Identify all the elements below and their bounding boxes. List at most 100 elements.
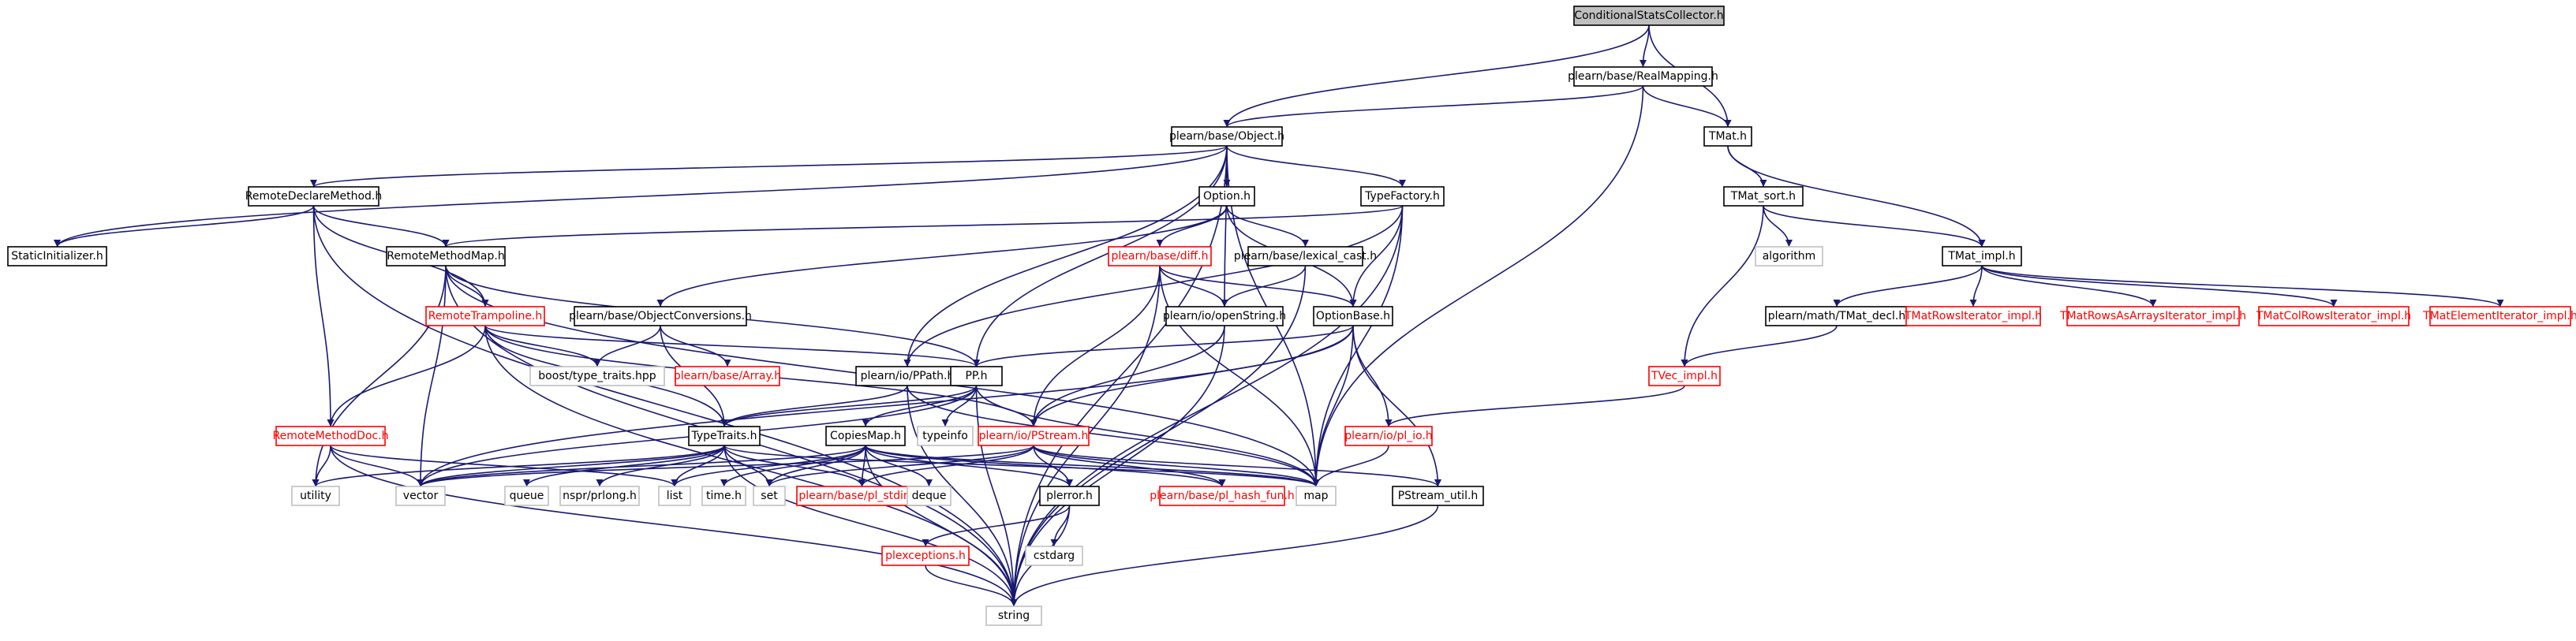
node-label-optionbase: OptionBase.h [1316, 310, 1390, 322]
node-typefactory[interactable]: TypeFactory.h [1360, 186, 1445, 207]
edge-line-realmapping-object [1223, 85, 1644, 128]
edge-line-diff-pstream [1030, 265, 1161, 427]
node-object[interactable]: plearn/base/Object.h [1169, 126, 1284, 147]
edge-tvecimpl-to-plio [1385, 385, 1685, 427]
edge-remotemethoddoc-to-list [330, 445, 679, 487]
edge-line-object-openstring [1221, 145, 1228, 307]
node-tmat[interactable]: TMat.h [1703, 126, 1752, 147]
node-label-elemiter: TMatElementIterator_impl.h [2422, 310, 2576, 322]
edge-line-optionbase-map [1312, 325, 1354, 487]
edge-ppath-to-string [907, 385, 1018, 607]
node-box-objectconversions [574, 306, 747, 326]
edge-copiesmap-to-plhashfun [865, 445, 1226, 487]
node-ppath[interactable]: plearn/io/PPath.h [855, 366, 959, 386]
node-colrows[interactable]: TMatColRowsIterator_impl.h [2256, 306, 2411, 326]
edge-line-remotemethoddoc-vector [330, 445, 424, 487]
edge-tmatimpl-to-rowsiter [1969, 265, 1983, 307]
node-box-root [1573, 6, 1725, 26]
edge-tmatimpl-to-elemiter [1981, 265, 2504, 307]
edge-plexceptions-to-string [925, 565, 1018, 607]
node-realmapping[interactable]: plearn/base/RealMapping.h [1568, 66, 1718, 87]
node-box-realmapping [1573, 66, 1713, 87]
node-elemiter[interactable]: TMatElementIterator_impl.h [2422, 306, 2576, 326]
edge-tmatsort-to-algorithm [1763, 205, 1793, 248]
edge-line-lexicalcast-string [1010, 265, 1307, 607]
node-staticinit[interactable]: StaticInitializer.h [7, 246, 107, 266]
edge-line-pph-map [975, 385, 1320, 487]
node-label-tmatsort: TMat_sort.h [1730, 190, 1796, 203]
edge-remotemethoddoc-to-string [330, 445, 1018, 607]
node-label-objectconversions: plearn/base/ObjectConversions.h [569, 310, 752, 322]
edge-line-remotemethodmap-utility [312, 265, 447, 487]
edge-line-lexicalcast-openstring [1221, 265, 1307, 307]
edge-remotetrampoline-to-boosttypetraits [484, 325, 601, 367]
edge-typetraits-to-map [723, 445, 1320, 487]
edge-object-to-openstring [1221, 145, 1228, 307]
node-deque: deque [907, 486, 952, 506]
node-list: list [658, 486, 691, 506]
node-string: string [985, 606, 1042, 626]
node-array[interactable]: plearn/base/Array.h [674, 366, 781, 386]
node-box-rowsiter [1905, 306, 2041, 326]
node-label-set: set [761, 490, 778, 502]
node-remotedeclare[interactable]: RemoteDeclareMethod.h [245, 186, 382, 207]
node-optionbase[interactable]: OptionBase.h [1313, 306, 1393, 326]
node-copiesmap[interactable]: CopiesMap.h [825, 426, 906, 446]
node-root[interactable]: ConditionalStatsCollector.h [1573, 6, 1725, 26]
node-box-list [658, 486, 691, 506]
node-box-pstreamutil [1392, 486, 1484, 506]
node-pstream[interactable]: plearn/io/PStream.h [978, 426, 1090, 446]
node-remotetrampoline[interactable]: RemoteTrampoline.h [425, 306, 545, 326]
edge-line-tvecimpl-plio [1385, 385, 1685, 427]
edge-line-pstream-plstdint [858, 445, 1034, 487]
node-tmatimpl[interactable]: TMat_impl.h [1942, 246, 2022, 266]
edge-line-remotedeclare-remotemethodmap [312, 205, 450, 248]
edge-line-object-typefactory [1226, 145, 1406, 188]
node-rowsiter[interactable]: TMatRowsIterator_impl.h [1904, 306, 2042, 326]
node-lexicalcast[interactable]: plearn/base/lexical_cast.h [1234, 246, 1377, 266]
node-tmatdecl[interactable]: plearn/math/TMat_decl.h [1765, 306, 1909, 326]
node-typeinfo: typeinfo [917, 426, 974, 446]
node-plhashfun[interactable]: plearn/base/pl_hash_fun.h [1150, 486, 1295, 506]
edge-pstream-to-vector [417, 445, 1034, 487]
node-rowsasarrays[interactable]: TMatRowsAsArraysIterator_impl.h [2059, 306, 2246, 326]
edge-line-optionbase-pph [973, 325, 1354, 367]
node-box-string [985, 606, 1042, 626]
node-plerror[interactable]: plerror.h [1039, 486, 1100, 506]
node-box-remotemethodmap [386, 246, 506, 266]
edge-line-pstream-plhashfun [1033, 445, 1226, 487]
node-cstdarg: cstdarg [1025, 546, 1083, 566]
node-plexceptions[interactable]: plexceptions.h [881, 546, 970, 566]
node-objectconversions[interactable]: plearn/base/ObjectConversions.h [569, 306, 752, 326]
node-typetraits[interactable]: TypeTraits.h [688, 426, 761, 446]
node-label-plerror: plerror.h [1046, 490, 1093, 502]
node-pstreamutil[interactable]: PStream_util.h [1392, 486, 1484, 506]
node-label-plexceptions: plexceptions.h [885, 550, 966, 562]
edge-remotetrampoline-to-pph [484, 325, 980, 367]
node-box-ppath [855, 366, 959, 386]
node-plio[interactable]: plearn/io/pl_io.h [1344, 426, 1433, 446]
node-label-root: ConditionalStatsCollector.h [1574, 9, 1723, 22]
node-label-tmat: TMat.h [1708, 130, 1747, 143]
edge-typetraits-to-string [723, 445, 1018, 607]
node-diff[interactable]: plearn/base/diff.h [1108, 246, 1212, 266]
edge-line-tmatsort-tmatimpl [1763, 205, 1986, 248]
edge-copiesmap-to-list [671, 445, 866, 487]
edge-typetraits-to-nsprprlong [596, 445, 725, 487]
edge-line-tmatsort-tvecimpl [1681, 205, 1764, 367]
edge-line-typetraits-nsprprlong [596, 445, 725, 487]
node-plstdint[interactable]: plearn/base/pl_stdint.h [796, 486, 928, 506]
edge-remotedeclare-to-string [312, 205, 1018, 607]
edge-typefactory-to-map [1312, 205, 1404, 487]
edge-line-tmatimpl-rowsasarrays [1981, 265, 2157, 307]
node-option[interactable]: Option.h [1198, 186, 1255, 207]
edge-realmapping-to-map [1312, 85, 1644, 487]
node-openstring[interactable]: plearn/io/openString.h [1163, 306, 1286, 326]
node-pph[interactable]: PP.h [950, 366, 1003, 386]
node-tvecimpl[interactable]: TVec_impl.h [1648, 366, 1721, 386]
node-tmatsort[interactable]: TMat_sort.h [1723, 186, 1804, 207]
edge-line-typetraits-map [723, 445, 1320, 487]
node-remotemethodmap[interactable]: RemoteMethodMap.h [386, 246, 506, 266]
edge-line-root-object [1223, 24, 1650, 128]
node-remotemethoddoc[interactable]: RemoteMethodDoc.h [273, 426, 389, 446]
